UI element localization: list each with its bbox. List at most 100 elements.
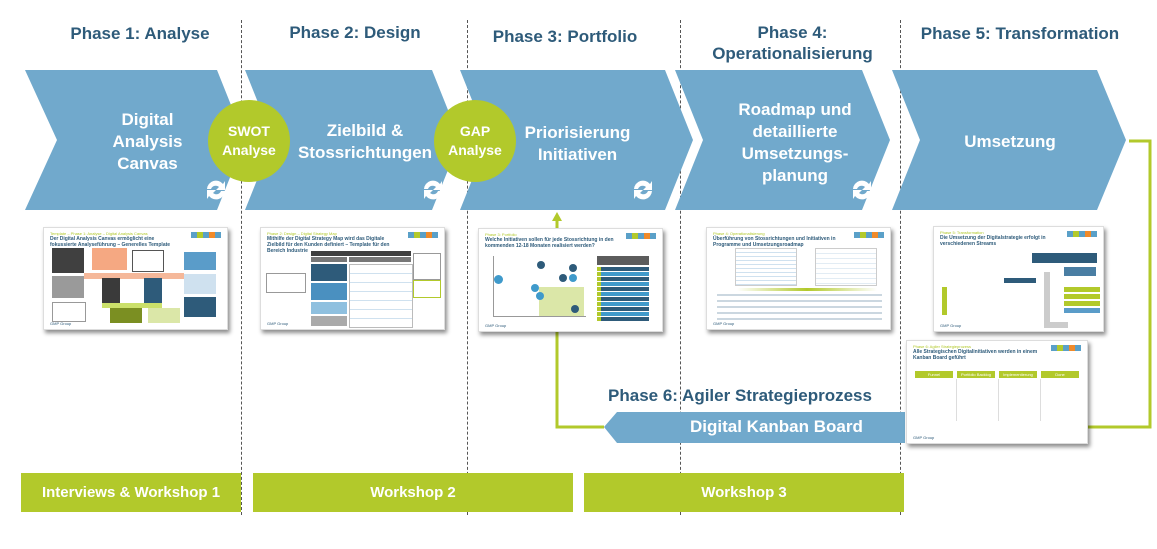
chevron-phase-1[interactable] (25, 70, 245, 210)
slide-subtitle: Phase 2: Design – Digital Strategy Map (267, 231, 337, 236)
chevron-5-label: Umsetzung (925, 131, 1095, 153)
arrow-up-icon (552, 212, 562, 221)
slide-thumbnail-kanban[interactable]: Phase 6: Agiler Strategieprozess Alle St… (906, 340, 1088, 444)
phase-divider (680, 20, 681, 515)
cycle-refresh-icon (424, 180, 442, 200)
workshop-2-bar[interactable]: Workshop 2 (253, 473, 573, 512)
stream-arrows (1044, 272, 1068, 328)
label-line: Umsetzungs- (741, 144, 849, 163)
roadmap-divider (737, 288, 877, 291)
label-line: Stossrichtungen (297, 143, 433, 162)
kanban-column-done: Done (1041, 371, 1079, 378)
map-row (311, 264, 347, 281)
canvas-band (102, 303, 162, 308)
slide-subtitle: Phase 6: Agiler Strategieprozess (913, 344, 972, 349)
canvas-band (84, 273, 184, 279)
phase-divider (241, 20, 242, 515)
canvas-block (110, 308, 142, 323)
slide-thumbnail-transformation[interactable]: Phase 5: Transformation Die Umsetzung de… (933, 226, 1104, 332)
slide-footer: GMP Group (267, 321, 289, 326)
slide-footer: GMP Group (713, 321, 735, 326)
stream-row (1064, 301, 1100, 306)
chevron-4-label: Roadmap und detaillierte Umsetzungs- pla… (715, 99, 875, 187)
canvas-block (184, 252, 216, 270)
phase-5-title: Phase 5: Transformation (920, 24, 1120, 43)
stream-row (1064, 308, 1100, 313)
phase-divider (900, 20, 901, 515)
canvas-block (52, 248, 84, 273)
portfolio-bubble (571, 305, 579, 313)
canvas-block (92, 248, 127, 270)
kanban-column-backlog: Portfolio Backlog (957, 371, 995, 378)
slide-logo (854, 232, 884, 238)
feedback-loop-line (1085, 139, 1152, 429)
map-row (311, 283, 347, 300)
phase-3-title: Phase 3: Portfolio (492, 27, 638, 46)
slide-subtitle: Phase 3: Portfolio (485, 232, 517, 237)
slide-title: Alle Strategischen Digitalinitiativen we… (913, 349, 1038, 361)
slide-thumbnail-roadmap[interactable]: Phase 4: Operationalisierung Überführung… (706, 227, 891, 330)
canvas-block (144, 278, 162, 303)
chevron-phase-2[interactable] (245, 70, 460, 210)
chevron-1-label: Digital Analysis Canvas (80, 109, 215, 175)
cycle-refresh-icon (853, 180, 871, 200)
slide-footer: GMP Group (485, 323, 507, 328)
phase-4-title-line: Operationalisierung (712, 44, 873, 63)
feedback-loop-line (555, 332, 604, 429)
portfolio-board-box (1032, 253, 1097, 263)
cycle-refresh-icon (634, 180, 652, 200)
map-note (266, 273, 306, 293)
phase-6-title: Phase 6: Agiler Strategieprozess (608, 386, 872, 405)
label-line: detaillierte (752, 122, 838, 141)
label-line: Digital (121, 110, 174, 129)
workshop-3-bar[interactable]: Workshop 3 (584, 473, 904, 512)
label-line: planung (761, 166, 829, 185)
label-line: Canvas (117, 154, 178, 173)
map-header (311, 251, 411, 256)
digital-kanban-board-label: Digital Kanban Board (690, 417, 863, 436)
portfolio-bubble (536, 292, 544, 300)
slide-footer: GMP Group (50, 321, 72, 326)
chevron-phase-4[interactable] (675, 70, 890, 210)
workshop-1-bar[interactable]: Interviews & Workshop 1 (21, 473, 241, 512)
phase-divider (467, 20, 468, 515)
label-line: Umsetzung (964, 132, 1056, 151)
canvas-block (148, 308, 180, 323)
portfolio-panel (597, 256, 649, 265)
slide-title: Welche Initiativen sollen für jede Stoss… (485, 237, 614, 249)
slide-thumbnail-analysis-canvas[interactable]: Template – Phase 1: Analyse – Digital An… (43, 227, 228, 330)
chevron-phase-6[interactable] (604, 412, 905, 443)
phase-4-title: Phase 4: Operationalisierung (690, 22, 895, 64)
initiative-list-markers (597, 267, 601, 322)
slide-thumbnail-portfolio[interactable]: Phase 3: Portfolio Welche Initiativen so… (478, 228, 663, 332)
slide-subtitle: Template – Phase 1: Analyse – Digital An… (50, 231, 148, 236)
chevron-phase-5[interactable] (892, 70, 1126, 210)
roadmap-preview (735, 248, 797, 286)
chevron-phase-3[interactable] (460, 70, 693, 210)
kanban-column-implementation: Implementierung (999, 371, 1037, 378)
slide-logo (191, 232, 221, 238)
slide-thumbnail-strategy-map[interactable]: Phase 2: Design – Digital Strategy Map M… (260, 227, 445, 330)
badge-line: SWOT (227, 123, 270, 139)
map-header (349, 257, 411, 262)
label-line: Priorisierung (524, 123, 631, 142)
map-note (413, 280, 441, 298)
slide-title: Die Umsetzung der Digitalstrategie erfol… (940, 235, 1046, 247)
portfolio-bubble (537, 261, 545, 269)
map-note (413, 253, 441, 280)
portfolio-bubble (494, 275, 503, 284)
slide-subtitle: Phase 5: Transformation (940, 230, 984, 235)
canvas-block (132, 250, 164, 272)
cycle-refresh-icon (207, 180, 225, 200)
map-row (311, 302, 347, 314)
phase-4-title-line: Phase 4: (757, 23, 828, 42)
canvas-block (52, 276, 84, 298)
chevron-2-label: Zielbild & Stossrichtungen (290, 120, 440, 164)
phase-2-title: Phase 2: Design (289, 23, 421, 42)
badge-line: GAP (459, 123, 491, 139)
slide-logo (626, 233, 656, 239)
portfolio-manager-box (1064, 267, 1096, 276)
